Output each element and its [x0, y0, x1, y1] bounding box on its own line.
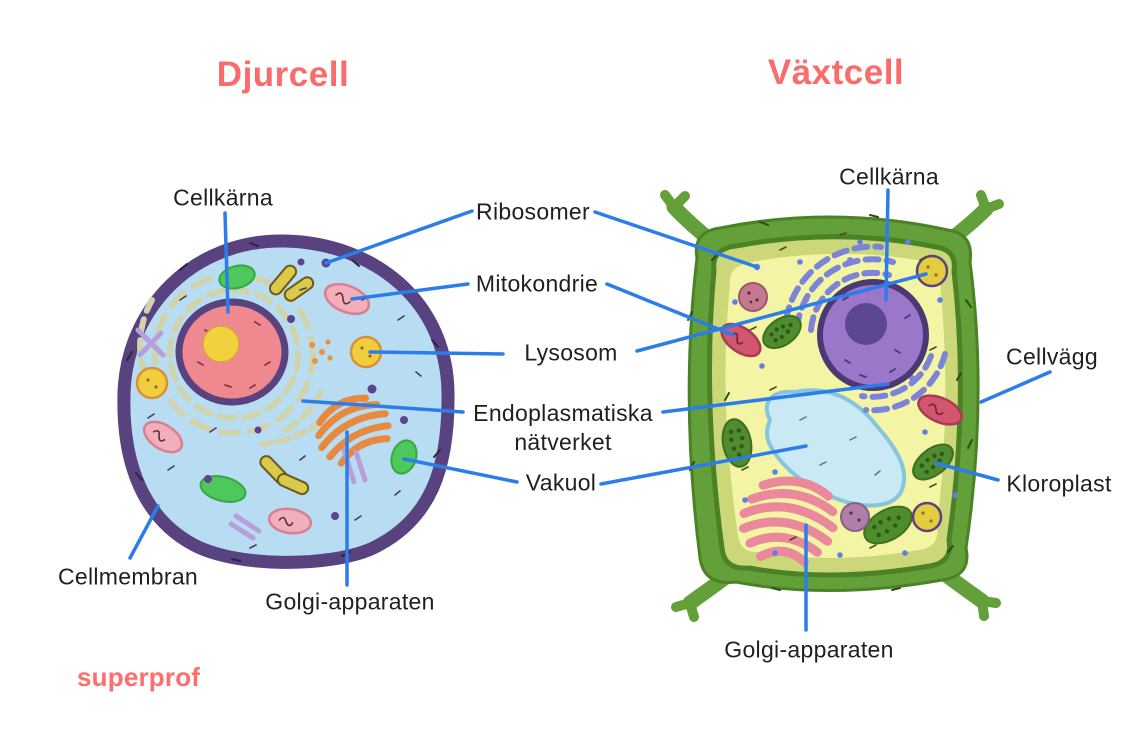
label-er-line1: Endoplasmatiska	[473, 400, 653, 426]
animal-nucleus-speckles	[197, 321, 271, 389]
line-cellmembran	[128, 504, 160, 560]
label-cellmembran: Cellmembran	[57, 563, 199, 590]
line-lysosom-right	[635, 272, 928, 353]
membrane-ticks	[126, 242, 441, 562]
line-mitokondrie-left	[350, 282, 470, 301]
line-kloroplast	[934, 461, 1000, 482]
label-cellkarna-plant: Cellkärna	[839, 163, 939, 190]
line-ribosomer-right	[593, 210, 759, 269]
line-mitokondrie-right	[605, 282, 735, 337]
animal-orange-dots	[309, 339, 333, 364]
plant-cell-title: Växtcell	[767, 53, 905, 92]
plant-cytoplasm-ticks	[741, 232, 937, 549]
plant-nucleolus	[845, 303, 887, 345]
animal-ribosome-dots	[204, 258, 408, 520]
line-er-left	[301, 399, 465, 414]
animal-lysosomes	[135, 335, 383, 400]
label-vakuol: Vakuol	[525, 469, 597, 496]
label-golgi-plant: Golgi-apparaten	[724, 636, 894, 663]
line-vakuol-right	[599, 444, 808, 486]
animal-cytoplasm-ticks	[147, 287, 422, 549]
plant-golgi	[738, 476, 838, 567]
line-ribosomer-left	[324, 209, 474, 265]
line-cellvagg	[979, 370, 1052, 404]
superprof-logo: superprof	[77, 662, 201, 692]
label-cellkarna-animal: Cellkärna	[173, 184, 273, 211]
plant-chloroplasts	[721, 314, 954, 545]
vacuole-ticks	[799, 416, 881, 476]
plant-cell-illustration	[660, 190, 1004, 622]
label-er-line2: nätverket	[514, 429, 612, 455]
leader-lines	[128, 188, 1052, 632]
animal-nucleolus	[202, 325, 240, 363]
animal-green-organelles	[199, 264, 418, 503]
plant-mitochondria	[720, 322, 963, 426]
plant-nucleus-speckles	[842, 296, 911, 378]
plant-round-organelles	[738, 254, 949, 533]
label-kloroplast: Kloroplast	[1006, 470, 1112, 497]
line-cellkarna-animal	[223, 211, 230, 314]
line-lysosom-left	[368, 350, 505, 356]
animal-cell-illustration	[117, 234, 455, 569]
animal-mitochondria	[142, 282, 371, 535]
label-lysosom: Lysosom	[524, 339, 618, 366]
animal-tube-organelles	[259, 264, 315, 496]
label-golgi-animal: Golgi-apparaten	[265, 588, 435, 615]
label-ribosomer: Ribosomer	[476, 198, 590, 225]
line-vakuol-left	[402, 457, 519, 484]
line-er-right	[661, 382, 890, 414]
line-cellkarna-plant	[884, 188, 890, 302]
label-endoplasmatiska-natverket: Endoplasmatiska nätverket	[473, 399, 653, 457]
label-mitokondrie: Mitokondrie	[475, 270, 599, 297]
animal-cell-title: Djurcell	[216, 55, 350, 94]
label-cellvagg: Cellvägg	[1006, 343, 1098, 370]
plant-er	[783, 243, 948, 414]
